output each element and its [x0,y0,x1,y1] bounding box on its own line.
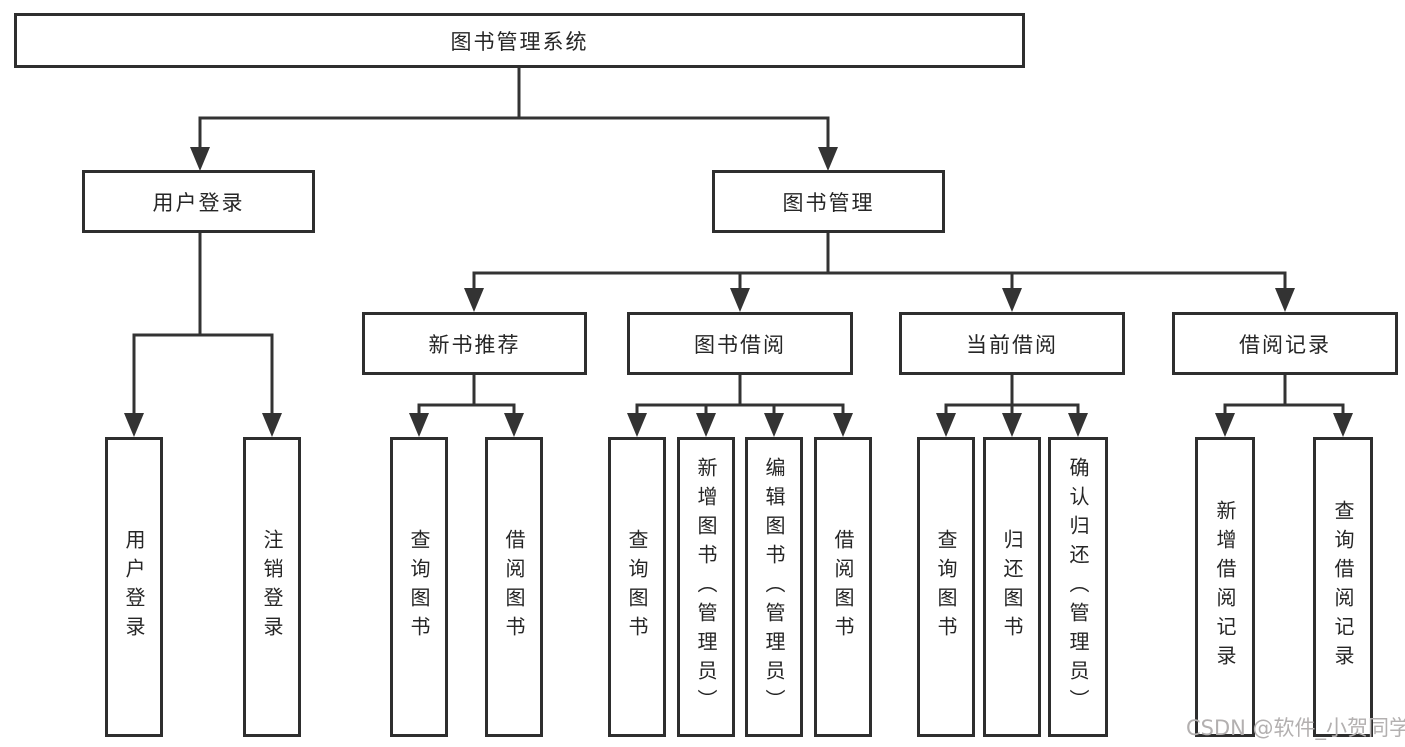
node-logout-leaf: 注销登录 [243,437,301,737]
node-borrow-books-recommend-label: 借阅图书 [502,529,526,645]
connector-book-management-children [472,232,1287,290]
node-user-login-label: 用户登录 [152,190,245,215]
node-borrow-books-recommend: 借阅图书 [485,437,543,737]
arrowhead [1002,288,1022,312]
arrowhead [936,413,956,437]
node-book-management-label: 图书管理 [782,190,875,215]
arrowhead [627,413,647,437]
arrowhead [262,413,282,437]
connector-user-login-children [132,233,274,414]
arrowhead [1275,288,1295,312]
node-root-label: 图书管理系统 [450,29,589,54]
node-new-book-recommend-label: 新书推荐 [428,332,521,357]
connector-new-book-recommend-children [417,375,516,414]
node-return-books-label: 归还图书 [1000,529,1024,645]
node-confirm-return-admin: 确认归还（管理员） [1048,437,1108,737]
arrowhead [833,413,853,437]
node-add-borrow-record: 新增借阅记录 [1195,437,1255,737]
node-query-books-current-label: 查询图书 [934,529,958,645]
node-query-books-current: 查询图书 [917,437,975,737]
node-query-books-borrow-label: 查询图书 [625,529,649,645]
arrowhead [1333,413,1353,437]
node-book-borrow-label: 图书借阅 [694,332,786,357]
node-add-books-admin-label: 新增图书（管理员） [694,456,718,718]
arrowhead [696,413,716,437]
node-book-management: 图书管理 [712,170,945,233]
node-current-borrow-label: 当前借阅 [966,332,1058,357]
node-borrow-books-leaf-label: 借阅图书 [831,529,855,645]
arrowhead [818,147,838,171]
node-query-borrow-record-label: 查询借阅记录 [1331,500,1355,674]
node-query-books-recommend-label: 查询图书 [407,529,431,645]
node-borrow-records: 借阅记录 [1172,312,1398,375]
arrowhead [190,147,210,171]
node-borrow-records-label: 借阅记录 [1239,332,1331,357]
arrowhead [409,413,429,437]
node-root: 图书管理系统 [14,13,1025,68]
node-logout-leaf-label: 注销登录 [260,529,284,645]
node-borrow-books-leaf: 借阅图书 [814,437,872,737]
connector-book-borrow-children [635,375,845,414]
node-return-books: 归还图书 [983,437,1041,737]
node-user-login-leaf: 用户登录 [105,437,163,737]
arrowhead [730,288,750,312]
connector-borrow-records-children [1223,375,1345,414]
node-confirm-return-admin-label: 确认归还（管理员） [1066,456,1090,718]
node-current-borrow: 当前借阅 [899,312,1125,375]
node-edit-books-admin-label: 编辑图书（管理员） [762,456,786,718]
node-query-books-recommend: 查询图书 [390,437,448,737]
arrowhead [764,413,784,437]
csdn-watermark: CSDN @软件_小贺同学 [1186,716,1405,740]
node-edit-books-admin: 编辑图书（管理员） [745,437,803,737]
connector-root-to-level2 [198,66,830,150]
node-user-login: 用户登录 [82,170,315,233]
node-book-borrow: 图书借阅 [627,312,853,375]
arrowhead [504,413,524,437]
node-query-borrow-record: 查询借阅记录 [1313,437,1373,737]
arrowhead [124,413,144,437]
arrowhead [1068,413,1088,437]
node-user-login-leaf-label: 用户登录 [122,529,146,645]
arrowhead [1215,413,1235,437]
arrowhead [464,288,484,312]
arrowheads [124,147,1353,437]
node-query-books-borrow: 查询图书 [608,437,666,737]
connector-current-borrow-children [944,375,1080,414]
node-add-borrow-record-label: 新增借阅记录 [1213,500,1237,674]
node-new-book-recommend: 新书推荐 [362,312,587,375]
arrowhead [1002,413,1022,437]
node-add-books-admin: 新增图书（管理员） [677,437,735,737]
